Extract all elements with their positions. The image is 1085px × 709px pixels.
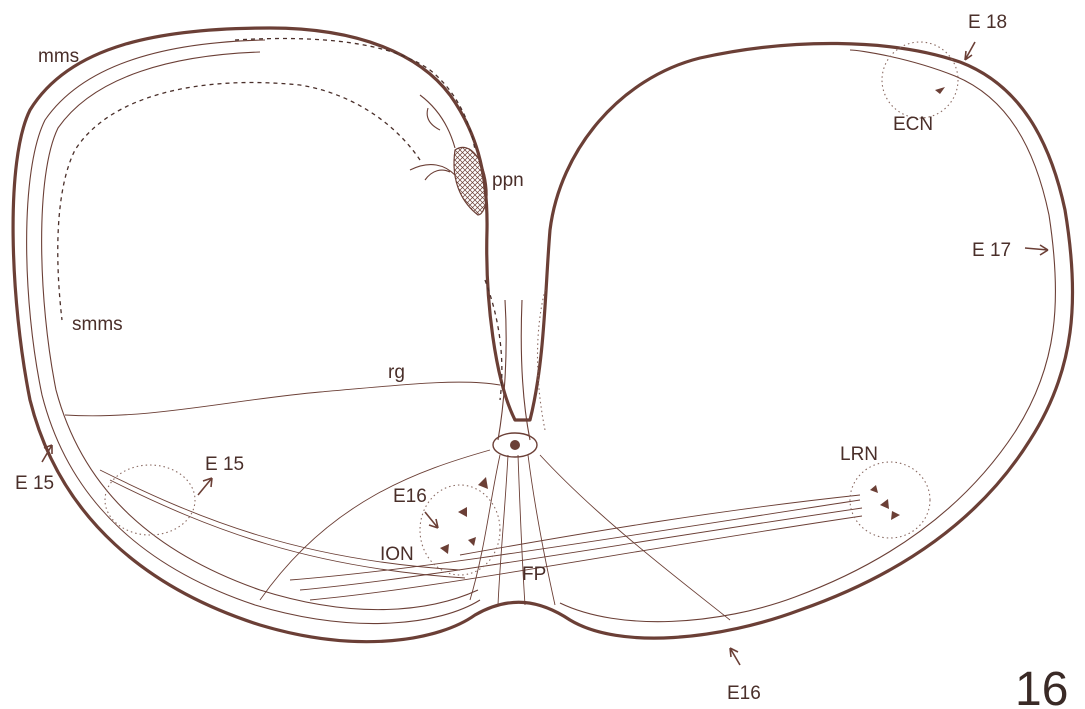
midline-bulb-core bbox=[510, 440, 520, 450]
arrow-e16-bottom bbox=[730, 648, 740, 665]
ppn-cell-left bbox=[420, 95, 455, 148]
e15-region bbox=[105, 465, 195, 535]
label-e15-left: E 15 bbox=[15, 473, 54, 494]
label-e17: E 17 bbox=[972, 240, 1011, 261]
ppn-cell-lower bbox=[410, 165, 455, 180]
label-e16-bottom: E16 bbox=[727, 683, 761, 704]
arrow-e15-inner bbox=[198, 478, 212, 495]
label-rg: rg bbox=[388, 362, 405, 383]
midline-fibers bbox=[260, 450, 730, 620]
label-e16-ion: E16 bbox=[393, 486, 427, 507]
rg-line bbox=[65, 382, 500, 416]
marginal-band-right bbox=[560, 50, 1056, 622]
arrow-e16-ion bbox=[425, 512, 438, 528]
label-e18: E 18 bbox=[968, 12, 1007, 33]
ecn-region bbox=[882, 42, 958, 118]
smms-dashed-line bbox=[58, 83, 420, 320]
arrow-e17 bbox=[1025, 245, 1048, 255]
ion-region bbox=[420, 485, 500, 575]
ppn-hatched-region bbox=[454, 147, 487, 215]
label-mms: mms bbox=[38, 46, 79, 67]
label-ion: ION bbox=[380, 544, 414, 565]
lrn-fibers bbox=[100, 470, 862, 600]
label-fp: FP bbox=[522, 564, 546, 585]
mms-dashed-line bbox=[235, 39, 475, 150]
figure-number: 16 bbox=[1015, 663, 1068, 709]
label-smms: smms bbox=[72, 314, 123, 335]
label-ppn: ppn bbox=[492, 170, 524, 191]
lrn-region bbox=[850, 462, 930, 538]
label-ecn: ECN bbox=[893, 114, 933, 135]
neuron-cells bbox=[440, 87, 945, 554]
label-lrn: LRN bbox=[840, 444, 878, 465]
arrow-e18 bbox=[965, 42, 975, 60]
label-e15-inner: E 15 bbox=[205, 454, 244, 475]
